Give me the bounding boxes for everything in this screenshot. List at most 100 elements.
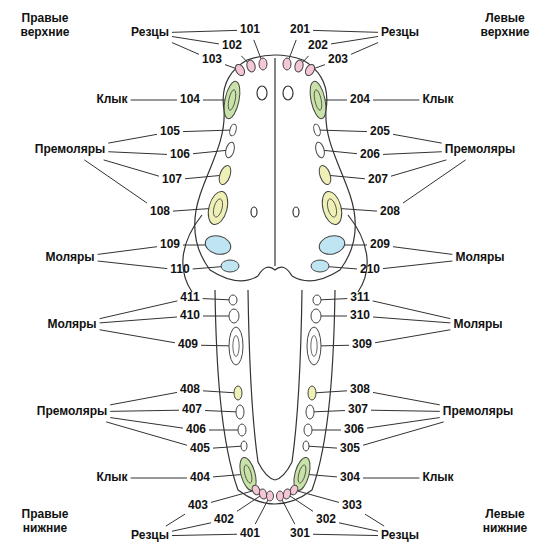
- tooth-number: 104: [180, 93, 200, 107]
- tooth: [217, 164, 233, 186]
- tooth-leader: [203, 299, 229, 300]
- tooth-crown: [311, 260, 329, 272]
- palatine-foramen: [293, 207, 299, 217]
- tooth-number: 103: [202, 53, 222, 67]
- group-label: Премоляры: [443, 405, 513, 419]
- tooth-leader: [312, 430, 341, 431]
- group-leader: [375, 330, 450, 343]
- tooth-crown: [304, 424, 312, 436]
- tooth-number: 109: [160, 238, 180, 252]
- tooth-crown: [236, 405, 244, 419]
- group-leader: [108, 152, 167, 155]
- group-leader: [313, 534, 378, 535]
- tooth-leader: [193, 150, 226, 153]
- group-leader: [363, 478, 419, 479]
- group-leader: [371, 410, 440, 411]
- tooth-crown: [267, 491, 274, 501]
- group-leader: [365, 514, 384, 526]
- tooth-crown: [317, 164, 333, 186]
- group-leader: [172, 36, 219, 43]
- tooth-leader: [213, 446, 241, 448]
- tooth-crown: [246, 59, 257, 73]
- tooth-crown: [259, 488, 268, 499]
- group-label: Премоляры: [445, 143, 515, 157]
- group-leader: [131, 100, 177, 101]
- tooth-number: 307: [348, 403, 368, 417]
- tooth-crown: [307, 327, 321, 365]
- group-label: Клык: [422, 471, 453, 485]
- mandible-inner-line: [248, 290, 275, 480]
- tooth-crown: [224, 141, 236, 159]
- tooth-crown: [304, 63, 317, 77]
- group-leader: [331, 36, 378, 43]
- group-label: Правые нижние: [5, 508, 85, 536]
- tooth-number: 209: [370, 238, 390, 252]
- group-leader: [110, 392, 177, 404]
- tooth: [283, 58, 291, 70]
- tooth-leader: [183, 130, 230, 131]
- tooth-cusp: [297, 464, 308, 484]
- group-leader: [373, 317, 450, 323]
- group-leader: [373, 100, 419, 101]
- zygomatic-arch: [183, 215, 202, 292]
- tooth-number: 409: [178, 338, 198, 352]
- tooth-leader: [314, 411, 345, 412]
- tooth: [277, 491, 284, 501]
- tooth-number: 201: [290, 23, 310, 37]
- tooth-crown: [317, 233, 347, 257]
- tooth: [241, 441, 247, 451]
- tooth-leader: [290, 496, 313, 511]
- tooth-number: 310: [350, 309, 370, 323]
- tooth: [317, 233, 347, 257]
- tooth-number: 403: [188, 499, 208, 513]
- tooth: [229, 123, 238, 136]
- tooth-cusp: [227, 89, 238, 111]
- tooth-number: 108: [150, 205, 170, 219]
- tooth-cusp: [326, 198, 339, 218]
- tooth-number: 305: [340, 442, 360, 456]
- tooth: [308, 386, 316, 400]
- tooth-cusp: [212, 198, 225, 218]
- tooth-number: 411: [180, 291, 199, 305]
- incisive-foramen: [257, 86, 267, 100]
- group-leader: [339, 523, 378, 531]
- tooth-leader: [193, 266, 224, 269]
- tooth: [294, 59, 305, 73]
- group-leader: [104, 160, 159, 176]
- group-leader: [172, 30, 237, 32]
- tooth-number: 402: [214, 513, 234, 527]
- tooth: [259, 488, 268, 499]
- tooth-leader: [237, 496, 260, 511]
- group-label: Резцы: [381, 26, 419, 40]
- tooth-number: 202: [308, 39, 328, 53]
- tooth-leader: [321, 316, 347, 317]
- tooth-leader: [203, 100, 225, 101]
- tooth-crown: [259, 58, 267, 70]
- midline: [274, 58, 275, 266]
- tooth-leader: [330, 175, 365, 178]
- tooth-number: 406: [186, 423, 206, 437]
- group-leader: [98, 261, 168, 269]
- tooth-number: 404: [190, 471, 210, 485]
- tooth-leader: [309, 446, 337, 448]
- tooth-crown: [221, 260, 239, 272]
- tooth-leader: [203, 316, 229, 317]
- tooth-number: 105: [160, 125, 180, 139]
- tooth-number: 302: [316, 513, 336, 527]
- tooth: [313, 123, 322, 136]
- tooth-crown: [294, 59, 305, 73]
- tooth-number: 110: [170, 263, 189, 277]
- group-leader: [383, 152, 442, 155]
- tooth-leader: [225, 65, 236, 69]
- group-label: Резцы: [131, 529, 169, 543]
- group-label: Правые верхние: [5, 12, 85, 40]
- tooth-leader: [341, 209, 377, 211]
- tooth-crown: [311, 309, 321, 323]
- group-leader: [84, 160, 147, 203]
- tooth: [229, 327, 243, 365]
- tooth-number: 407: [182, 403, 202, 417]
- tooth-number: 102: [222, 39, 242, 53]
- group-leader: [108, 134, 157, 143]
- group-leader: [373, 392, 440, 404]
